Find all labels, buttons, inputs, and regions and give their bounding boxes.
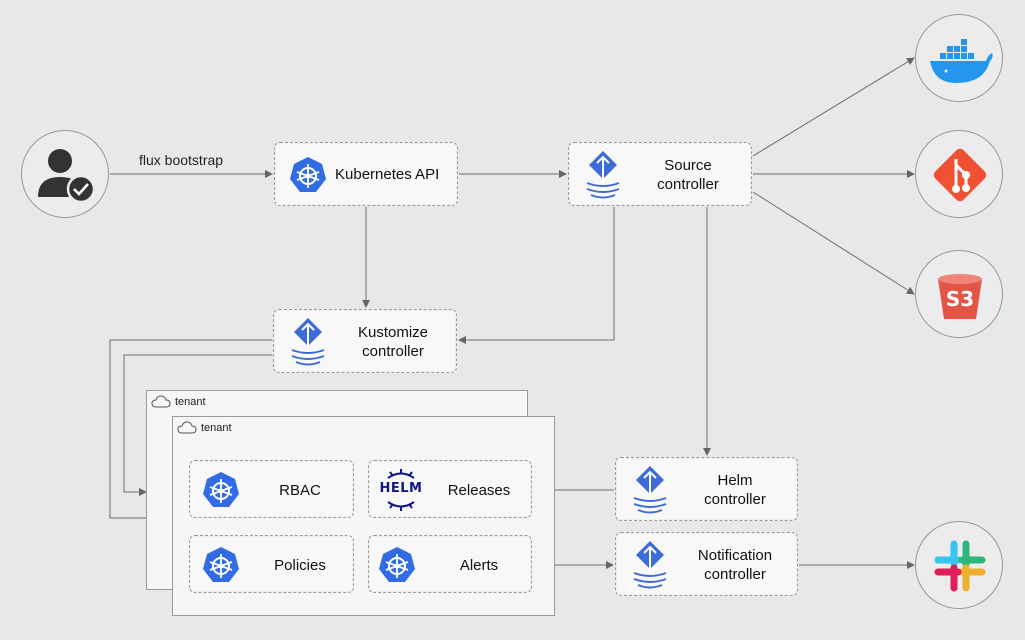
edge-kustomize-to-tenant-back [123,354,272,496]
source-controller-label-2: controller [657,176,719,193]
kubernetes-icon [379,547,415,582]
s3-bucket-node: S3 [915,250,1003,338]
kubernetes-api-label: Kubernetes API [335,166,440,183]
kubernetes-icon [203,547,239,582]
s3-logo-text: S3 [945,287,975,311]
edge-kustomize-to-tenant-front [109,339,272,522]
source-controller-label-1: Source [664,157,712,174]
flux-icon [633,541,667,589]
kubernetes-icon [290,157,326,192]
flux-icon [291,318,325,366]
policies-node: Policies [189,535,354,593]
releases-label: Releases [447,482,511,499]
kustomize-controller-label-2: controller [362,343,424,360]
git-icon [933,148,987,202]
releases-node: HELM Releases [368,460,532,518]
alerts-node: Alerts [368,535,532,593]
slack-node [915,521,1003,609]
rbac-label: RBAC [279,482,321,499]
alerts-label: Alerts [459,557,499,574]
kubernetes-api-node: Kubernetes API [274,142,458,206]
kubernetes-icon [203,472,239,507]
cloud-icon [151,395,171,408]
flux-icon [633,466,667,514]
tenant-back-label: tenant [175,396,206,408]
notification-controller-label-2: controller [704,566,766,583]
cloud-icon [177,421,197,434]
slack-icon [934,540,986,592]
helm-icon: HELM [378,468,424,512]
docker-registry-node [915,14,1003,102]
edge-source-to-kustomize [458,207,615,344]
edge-label-flux-bootstrap: flux bootstrap [139,152,224,168]
s3-bucket-icon [938,274,982,319]
notification-controller-label-1: Notification [697,547,773,564]
rbac-node: RBAC [189,460,354,518]
edge-source-to-s3 [752,191,915,295]
source-controller-node: Source controller [568,142,752,206]
helm-logo-text: HELM [379,481,423,496]
notification-controller-node: Notification controller [615,532,798,596]
git-repository-node [915,130,1003,218]
tenant-front-label: tenant [201,422,232,434]
edge-source-to-docker [752,57,915,157]
helm-controller-label-1: Helm [717,472,753,489]
user-node [21,130,109,218]
user-check-icon [38,149,96,204]
helm-controller-label-2: controller [704,491,766,508]
kustomize-controller-label-1: Kustomize [357,324,429,341]
flux-icon [586,151,620,199]
policies-label: Policies [274,557,326,574]
kustomize-controller-node: Kustomize controller [273,309,457,373]
docker-whale-icon [930,39,993,83]
helm-controller-node: Helm controller [615,457,798,521]
